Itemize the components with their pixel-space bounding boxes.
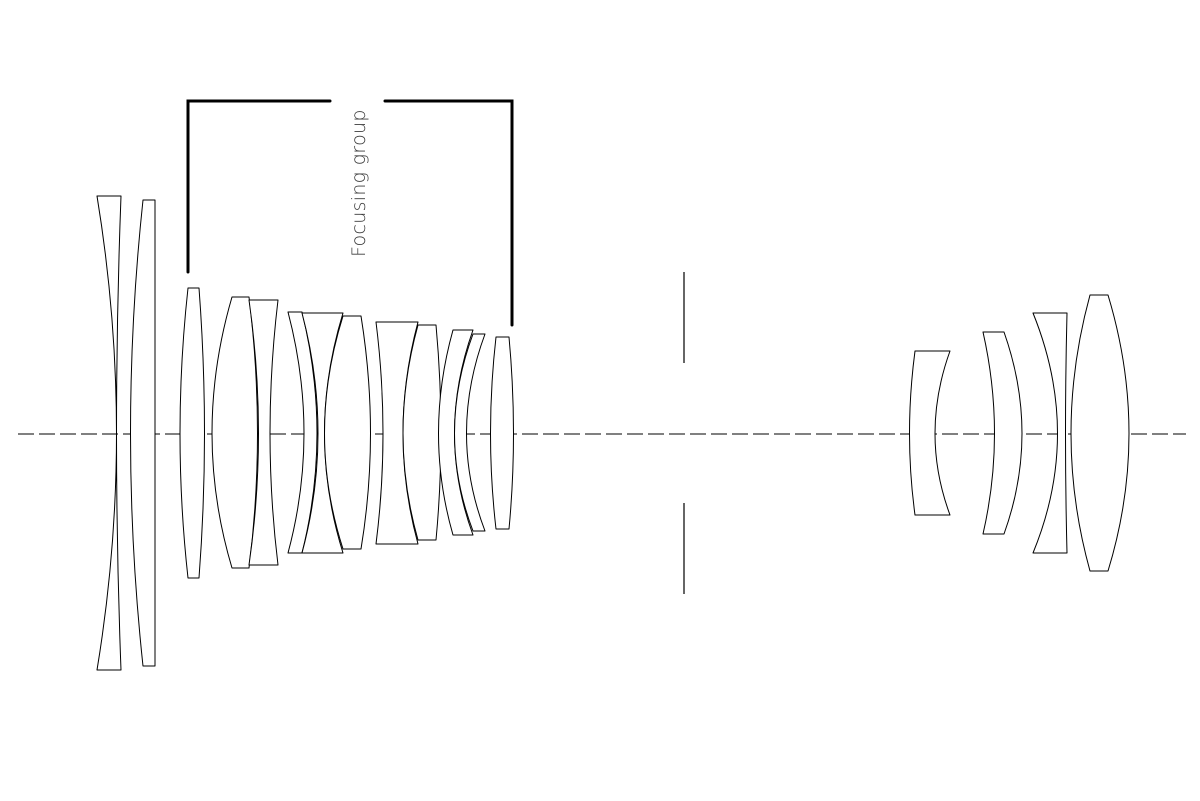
lens-element-16 [1032, 312, 1068, 554]
lens-element-13 [490, 336, 514, 530]
lens-element-2 [130, 199, 156, 667]
lens-element-14 [909, 350, 951, 516]
focusing-group-bracket-left [186, 99, 332, 274]
lens-element-4 [211, 296, 258, 569]
lens-element-5 [248, 299, 279, 566]
lens-element-1 [96, 195, 122, 671]
lens-element-17 [1070, 294, 1130, 572]
lens-element-10 [402, 324, 442, 541]
lens-element-8 [324, 315, 371, 550]
lens-element-15 [982, 331, 1023, 535]
lens-element-12 [454, 333, 486, 532]
lens-element-3 [179, 287, 205, 579]
focusing-group-bracket-right [383, 99, 514, 327]
focusing-group-label: Focusing group [348, 109, 370, 257]
